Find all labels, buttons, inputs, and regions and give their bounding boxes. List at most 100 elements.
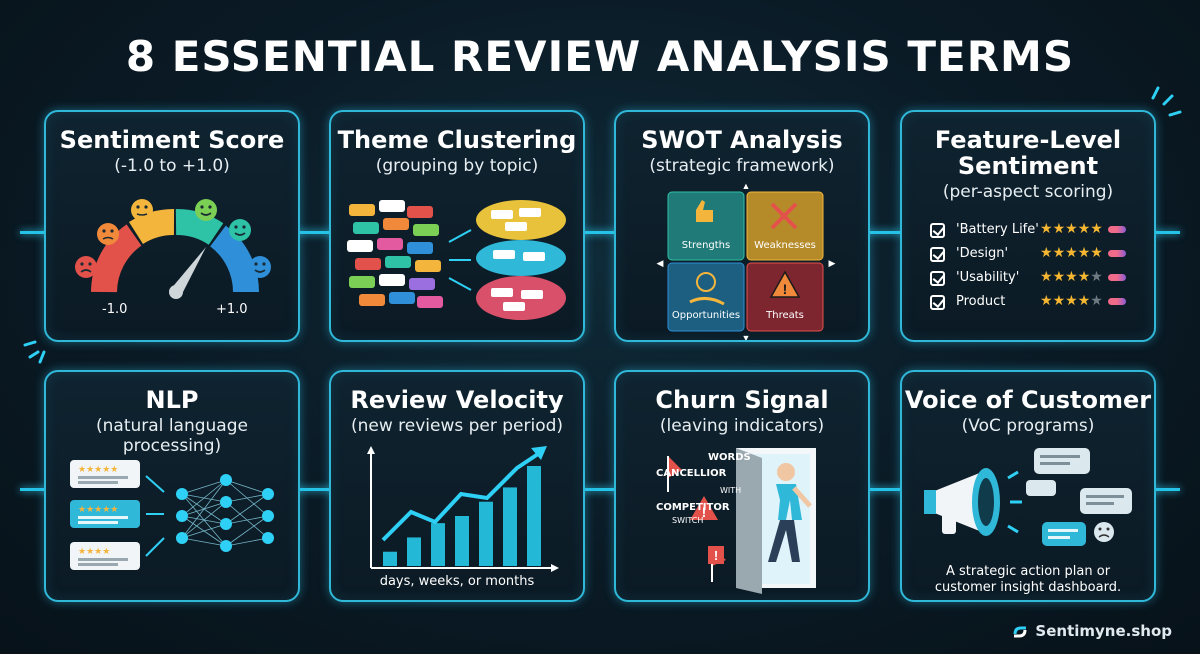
card-nlp: NLP (natural language processing) ★★★★★ …: [44, 370, 300, 602]
clustering-bubbles-icon: [347, 200, 566, 320]
star-icon: ★: [1090, 268, 1103, 284]
card-title: Theme Clustering: [337, 126, 577, 154]
svg-text:★★★★★: ★★★★★: [78, 504, 118, 514]
swot-strengths-label: Strengths: [681, 240, 731, 251]
star-icon: ★: [1090, 220, 1103, 236]
sentiment-bar: [1108, 274, 1126, 281]
feature-row: 'Battery Life' ★★★★★: [930, 220, 1126, 240]
coin-icon: [696, 272, 716, 292]
connector-line-top: [20, 231, 1180, 234]
tools-icon: [770, 202, 798, 230]
star-icon: ★: [1065, 268, 1078, 284]
card-subtitle: (VoC programs): [961, 416, 1095, 436]
warning-icon: [769, 270, 801, 298]
checkbox-icon: [930, 270, 945, 286]
velocity-bar: [431, 523, 445, 566]
star-icon: ★: [1052, 244, 1066, 260]
card-subtitle: (strategic framework): [649, 156, 835, 176]
card-voice-of-customer: Voice of Customer (VoC programs) A strat…: [900, 370, 1156, 602]
sentiment-bar: [1108, 298, 1126, 305]
velocity-bar: [527, 466, 541, 566]
brand-icon: [1013, 626, 1027, 638]
star-icon: ★: [1065, 244, 1078, 260]
checkbox-icon: [930, 246, 945, 262]
churn-word-5: SWITCH: [672, 516, 704, 525]
swot-threats-label: Threats: [766, 310, 804, 321]
svg-text:◀: ◀: [657, 258, 664, 268]
feature-label: Product: [956, 294, 1006, 309]
brand-logo[interactable]: Sentimyne.shop: [1011, 622, 1172, 640]
card-subtitle: (per-aspect scoring): [942, 182, 1114, 202]
star-icon: ★: [1040, 268, 1053, 284]
card-swot-analysis: SWOT Analysis (strategic framework) ▲ ▼ …: [614, 110, 870, 342]
gauge-min-label: -1.0: [102, 302, 128, 317]
star-icon: ★: [1065, 220, 1078, 236]
feature-label: 'Battery Life': [956, 222, 1039, 237]
star-icon: ★: [1090, 292, 1103, 308]
svg-text:!: !: [714, 548, 718, 563]
star-icon: ★: [1077, 220, 1091, 236]
star-icon: ★: [1077, 244, 1091, 260]
feature-row: 'Usability' ★★★★★: [930, 268, 1126, 288]
svg-text:▲: ▲: [742, 181, 751, 191]
velocity-bar: [383, 551, 397, 566]
star-icon: ★: [1052, 220, 1066, 236]
feature-label: 'Design': [956, 246, 1009, 261]
star-rating: ★★★★★: [1040, 268, 1103, 285]
checkbox-icon: [930, 294, 945, 310]
checkbox-icon: [930, 222, 945, 238]
connector-line-bottom: [20, 488, 1180, 491]
swot-grid: ▲ ▼ ◀ ▶ !: [657, 181, 836, 342]
svg-text:▶: ▶: [829, 258, 836, 268]
swot-weaknesses-label: Weaknesses: [754, 240, 816, 251]
sentiment-bar: [1108, 226, 1126, 233]
page-title: 8 ESSENTIAL REVIEW ANALYSIS TERMS: [125, 32, 1075, 81]
sentiment-gauge-icon: [75, 199, 271, 299]
card-review-velocity: Review Velocity (new reviews per period)…: [329, 370, 585, 602]
star-icon: ★: [1040, 292, 1053, 308]
star-icon: ★: [1052, 268, 1066, 284]
star-rating: ★★★★★: [1040, 244, 1103, 261]
star-icon: ★: [1077, 292, 1091, 308]
star-icon: ★: [1090, 244, 1103, 260]
svg-text:!: !: [702, 504, 707, 520]
velocity-bar: [455, 516, 469, 566]
card-feature-level-sentiment: Feature-Level Sentiment (per-aspect scor…: [900, 110, 1156, 342]
churn-door-icon: ! !: [667, 448, 816, 594]
card-subtitle: (grouping by topic): [375, 156, 539, 176]
velocity-chart: [367, 446, 559, 572]
card-title: Voice of Customer: [904, 386, 1152, 414]
star-icon: ★: [1065, 292, 1078, 308]
brand-name: Sentimyne.shop: [1035, 622, 1172, 640]
voc-caption-line1: A strategic action plan or: [945, 564, 1111, 579]
sentiment-bar: [1108, 250, 1126, 257]
thumbs-up-icon: [696, 200, 713, 222]
velocity-bar: [407, 537, 421, 566]
card-title: NLP: [145, 386, 199, 414]
card-theme-clustering: Theme Clustering (grouping by topic): [329, 110, 585, 342]
star-icon: ★: [1040, 220, 1053, 236]
velocity-bar: [479, 501, 493, 566]
card-title: Review Velocity: [350, 386, 564, 414]
star-icon: ★: [1077, 268, 1091, 284]
card-churn-signal: Churn Signal (leaving indicators) ! ! WO…: [614, 370, 870, 602]
card-subtitle: (-1.0 to +1.0): [114, 156, 230, 176]
churn-word-4: COMPETITOR: [656, 502, 730, 513]
card-title: Churn Signal: [655, 386, 829, 414]
churn-word-2: CANCELLIOR: [656, 468, 727, 479]
feature-row: 'Design' ★★★★★: [930, 244, 1126, 264]
gauge-max-label: +1.0: [216, 302, 248, 317]
svg-text:★★★★★: ★★★★★: [78, 464, 118, 474]
churn-word-1: WORDS: [708, 452, 751, 463]
feature-row: Product ★★★★★: [930, 292, 1126, 312]
swot-opportunities-label: Opportunities: [671, 310, 741, 321]
card-title: Sentiment Score: [59, 126, 285, 154]
card-subtitle: (leaving indicators): [659, 416, 825, 436]
card-title: SWOT Analysis: [641, 126, 843, 154]
churn-word-3: WITH: [720, 486, 742, 495]
neural-network-icon: ★★★★★ ★★★★★ ★★★★: [70, 460, 274, 570]
star-rating: ★★★★★: [1040, 220, 1103, 237]
megaphone-icon: [924, 448, 1132, 546]
card-sentiment-score: Sentiment Score (-1.0 to +1.0): [44, 110, 300, 342]
svg-text:▼: ▼: [742, 333, 751, 342]
